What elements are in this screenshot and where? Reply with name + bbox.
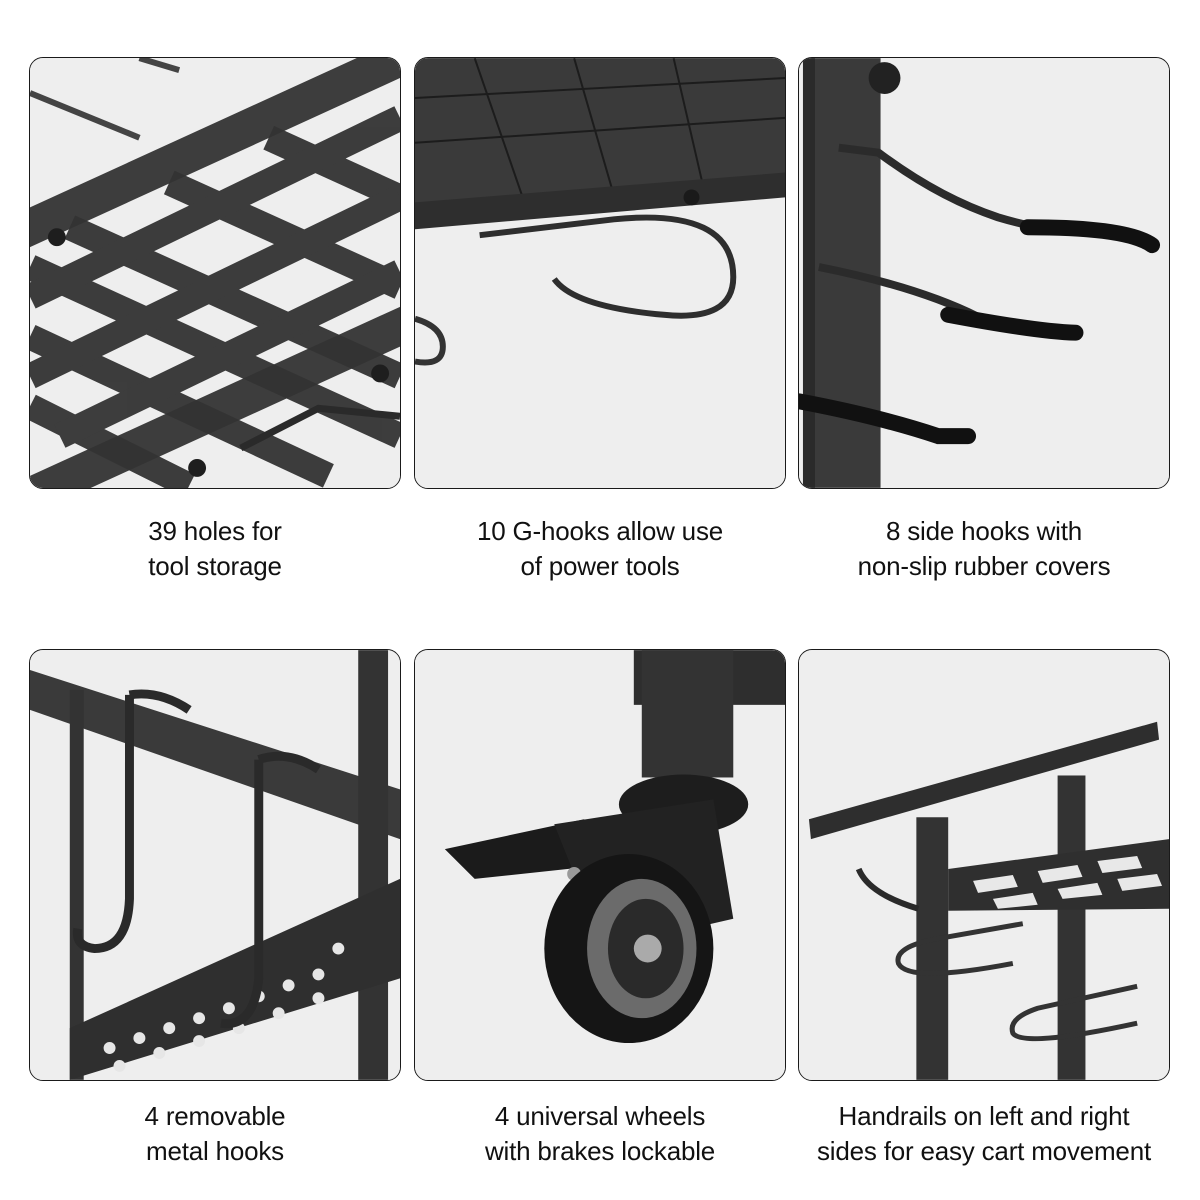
caption-line: metal hooks [146,1136,284,1166]
caption-line: 8 side hooks with [885,516,1083,546]
caption-line: 4 removable [144,1101,286,1131]
caption-tool-holes: 39 holes for tool storage [15,514,415,584]
caster-wheel-icon [415,650,785,1080]
handrail-icon [799,650,1169,1080]
g-hook-icon [415,58,785,488]
caption-line: 39 holes for [148,516,282,546]
caption-wheels: 4 universal wheels with brakes lockable [400,1099,800,1169]
caption-g-hooks: 10 G-hooks allow use of power tools [400,514,800,584]
caption-line: of power tools [520,551,680,581]
feature-image-metal-hooks [29,649,401,1081]
side-hooks-icon [799,58,1169,488]
feature-image-side-hooks [798,57,1170,489]
caption-line: sides for easy cart movement [817,1136,1151,1166]
caption-line: with brakes lockable [484,1136,716,1166]
caption-line: non-slip rubber covers [857,551,1111,581]
grid-shelf-icon [30,58,400,488]
caption-side-hooks: 8 side hooks with non-slip rubber covers [784,514,1184,584]
feature-image-tool-holes [29,57,401,489]
feature-image-g-hooks [414,57,786,489]
caption-metal-hooks: 4 removable metal hooks [15,1099,415,1169]
metal-hooks-icon [30,650,400,1080]
caption-line: Handrails on left and right [838,1101,1130,1131]
caption-line: 4 universal wheels [494,1101,706,1131]
caption-line: tool storage [148,551,282,581]
feature-image-wheels [414,649,786,1081]
caption-handrails: Handrails on left and right sides for ea… [784,1099,1184,1169]
feature-image-handrails [798,649,1170,1081]
caption-line: 10 G-hooks allow use [476,516,724,546]
